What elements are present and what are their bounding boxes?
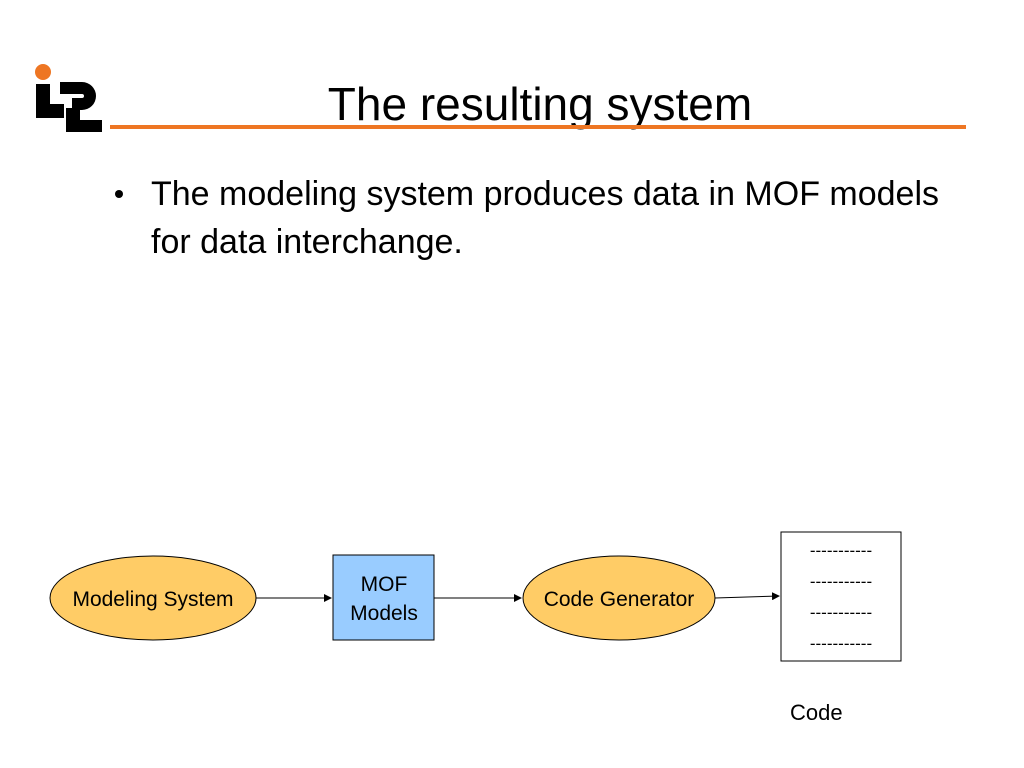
- modeling-system-node: Modeling System: [49, 555, 257, 641]
- code-generator-label: Code Generator: [544, 588, 695, 611]
- bullet-dot: [115, 190, 123, 198]
- mof-label-line1: MOF: [361, 573, 408, 596]
- title-underline: [110, 125, 966, 129]
- arrow-generator-to-code: [714, 592, 780, 601]
- flow-diagram: Modeling System MOF Models Code Generato…: [49, 531, 902, 662]
- code-line-1: -----------: [810, 541, 872, 560]
- bullet-text: The modeling system produces data in MOF…: [151, 175, 940, 261]
- code-caption: Code: [790, 700, 843, 725]
- modeling-system-label: Modeling System: [72, 588, 233, 611]
- code-document: ----------- ----------- ----------- ----…: [780, 531, 902, 662]
- ipd-logo-icon: [35, 64, 102, 132]
- code-line-3: -----------: [810, 603, 872, 622]
- mof-label-line2: Models: [350, 602, 418, 625]
- code-generator-node: Code Generator: [522, 555, 716, 641]
- code-line-4: -----------: [810, 634, 872, 653]
- mof-models-node: MOF Models: [332, 554, 435, 641]
- slide-title: The resulting system: [327, 78, 753, 130]
- code-line-2: -----------: [810, 572, 872, 591]
